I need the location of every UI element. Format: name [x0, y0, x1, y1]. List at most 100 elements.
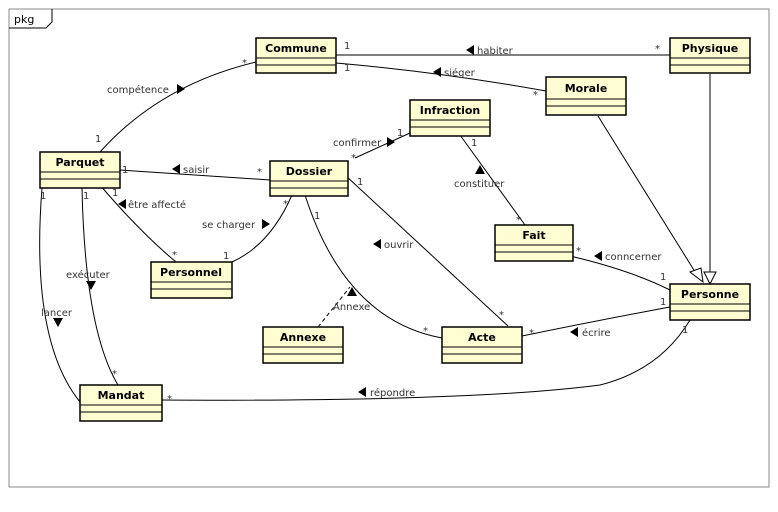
direction-up-icon: [475, 165, 485, 174]
edge-etre-affecte: [99, 184, 177, 263]
assoc-label-constituer: constituer: [454, 179, 505, 190]
edge-repondre: [161, 319, 691, 401]
direction-left-icon: [118, 199, 126, 209]
class-name: Dossier: [286, 165, 333, 178]
multiplicity: *: [242, 58, 247, 69]
multiplicity: *: [516, 215, 521, 226]
multiplicity: *: [167, 394, 172, 405]
assoc-label-habiter: habiter: [477, 46, 514, 57]
multiplicity: 1: [660, 272, 666, 283]
generalization-arrowhead: [688, 267, 704, 284]
edges: [39, 54, 717, 403]
multiplicity: 1: [314, 211, 320, 222]
multiplicity: 1: [223, 251, 229, 262]
multiplicity: *: [533, 90, 538, 101]
class-name: Acte: [468, 331, 496, 344]
multiplicity: 1: [357, 177, 363, 188]
multiplicity: 1: [660, 297, 666, 308]
multiplicity: *: [576, 246, 581, 257]
edge-saisir: [119, 169, 271, 181]
assoc-label-executer: exécuter: [66, 269, 111, 281]
multiplicity: 1: [112, 188, 118, 199]
direction-up-icon: [347, 287, 357, 296]
assoc-label-lancer: lancer: [41, 308, 73, 319]
multiplicity: 1: [682, 325, 688, 336]
multiplicity: *: [283, 199, 288, 210]
multiplicity: *: [529, 328, 534, 339]
direction-left-icon: [433, 67, 441, 77]
edge-competence: [99, 61, 257, 153]
generalization-arrowhead: [703, 271, 717, 286]
edge-constituer: [459, 134, 526, 226]
class-name: Morale: [565, 82, 608, 95]
class-personne[interactable]: Personne: [669, 283, 751, 321]
edge-se-charger: [231, 194, 293, 263]
class-fait[interactable]: Fait: [494, 224, 574, 262]
class-physique[interactable]: Physique: [669, 37, 751, 74]
multiplicity: 1: [40, 191, 46, 202]
multiplicity: 1: [344, 63, 350, 74]
assoc-label-saisir: saisir: [183, 165, 210, 176]
class-name: Annexe: [280, 331, 326, 344]
class-acte[interactable]: Acte: [441, 326, 523, 364]
edge-conncerner: [569, 255, 671, 291]
assoc-label-competence: compétence: [107, 84, 169, 96]
assoc-label-annexe: Annexe: [333, 302, 370, 313]
class-commune[interactable]: Commune: [255, 37, 337, 74]
multiplicity: 1: [122, 165, 128, 176]
multiplicity: *: [655, 44, 660, 55]
direction-left-icon: [172, 164, 180, 174]
class-name: Mandat: [98, 389, 145, 402]
multiplicity: 1: [95, 134, 101, 145]
direction-down-icon: [53, 318, 63, 327]
edge-executer: [81, 187, 119, 386]
class-dossier[interactable]: Dossier: [269, 160, 349, 197]
class-name: Infraction: [420, 104, 481, 117]
edge-ouvrir: [344, 174, 509, 327]
multiplicity: *: [499, 310, 504, 321]
class-name: Fait: [522, 229, 545, 242]
multiplicity: *: [112, 369, 117, 380]
association-labels: compétence habiter siéger confirmer sais…: [41, 46, 662, 399]
direction-right-icon: [177, 84, 185, 94]
assoc-label-etre-affecte: être affecté: [128, 199, 186, 211]
class-parquet[interactable]: Parquet: [39, 151, 121, 189]
class-annexe[interactable]: Annexe: [262, 326, 344, 364]
class-name: Commune: [265, 42, 327, 55]
class-name: Personnel: [160, 266, 222, 279]
class-mandat[interactable]: Mandat: [79, 384, 163, 422]
class-morale[interactable]: Morale: [545, 76, 627, 116]
edge-dossier-acte: [304, 194, 443, 339]
multiplicity: 1: [344, 41, 350, 52]
assoc-label-sieger: siéger: [444, 67, 476, 79]
direction-left-icon: [570, 327, 578, 337]
class-name: Personne: [681, 288, 739, 301]
direction-left-icon: [594, 251, 602, 261]
class-infraction[interactable]: Infraction: [409, 99, 491, 137]
direction-markers: [53, 45, 602, 397]
multiplicity: *: [172, 250, 177, 261]
assoc-label-ecrire: écrire: [582, 327, 611, 339]
direction-right-icon: [387, 137, 395, 147]
direction-left-icon: [373, 239, 381, 249]
edge-annexe: [317, 286, 351, 328]
multiplicity: 1: [83, 191, 89, 202]
multiplicity: 1: [397, 128, 403, 139]
multiplicities: 1 * 1 * 1 * 1 * 1 * 1 * * 1 1 * 1 * 1 * …: [40, 41, 688, 405]
assoc-label-ouvrir: ouvrir: [384, 240, 414, 251]
gen-morale-line: [597, 115, 698, 276]
multiplicity: *: [257, 167, 262, 178]
direction-left-icon: [358, 387, 366, 397]
edge-confirmer: [354, 132, 411, 159]
package-tab: [9, 9, 53, 29]
edge-ecrire: [521, 306, 671, 337]
assoc-label-conncerner: conncerner: [605, 252, 662, 263]
multiplicity: *: [423, 326, 428, 337]
direction-left-icon: [466, 45, 474, 55]
direction-right-icon: [262, 219, 270, 229]
class-name: Physique: [682, 42, 739, 55]
assoc-label-confirmer: confirmer: [333, 138, 382, 149]
multiplicity: *: [351, 153, 356, 164]
class-personnel[interactable]: Personnel: [150, 261, 233, 299]
